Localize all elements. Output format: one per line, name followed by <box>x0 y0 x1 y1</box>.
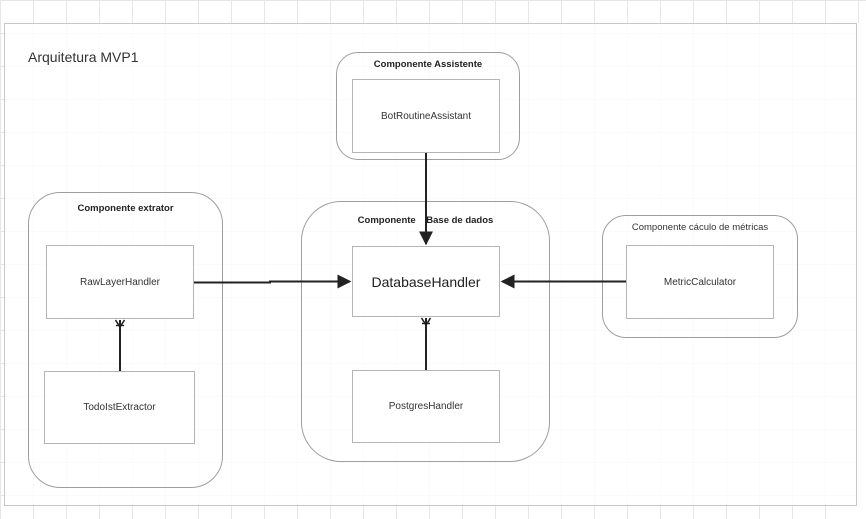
group-extractor-title: Componente extrator <box>77 203 174 214</box>
group-assistant <box>336 52 520 160</box>
edge-raw-layer-to-database[interactable] <box>194 274 352 289</box>
node-raw-layer-handler[interactable]: RawLayerHandler <box>46 245 194 319</box>
edge-todoist-to-raw-layer[interactable] <box>114 319 126 371</box>
group-assistant-title: Componente Assistente <box>373 59 483 70</box>
diagram-title: Arquitetura MVP1 <box>28 49 139 65</box>
node-metric-calculator[interactable]: MetricCalculator <box>626 245 774 319</box>
group-metrics-title: Componente cáculo de métricas <box>631 222 769 233</box>
canvas-edge <box>857 23 866 519</box>
node-postgres-handler[interactable]: PostgresHandler <box>352 370 500 443</box>
group-extractor <box>28 192 223 488</box>
node-database-handler[interactable]: DatabaseHandler <box>352 246 500 317</box>
node-bot-routine-assistant[interactable]: BotRoutineAssistant <box>352 79 500 153</box>
group-database-title: Componente Base de dados <box>357 215 494 226</box>
edge-postgres-to-database[interactable] <box>420 317 432 370</box>
node-todoist-extractor[interactable]: TodoIstExtractor <box>44 371 195 444</box>
group-metrics <box>602 215 798 338</box>
